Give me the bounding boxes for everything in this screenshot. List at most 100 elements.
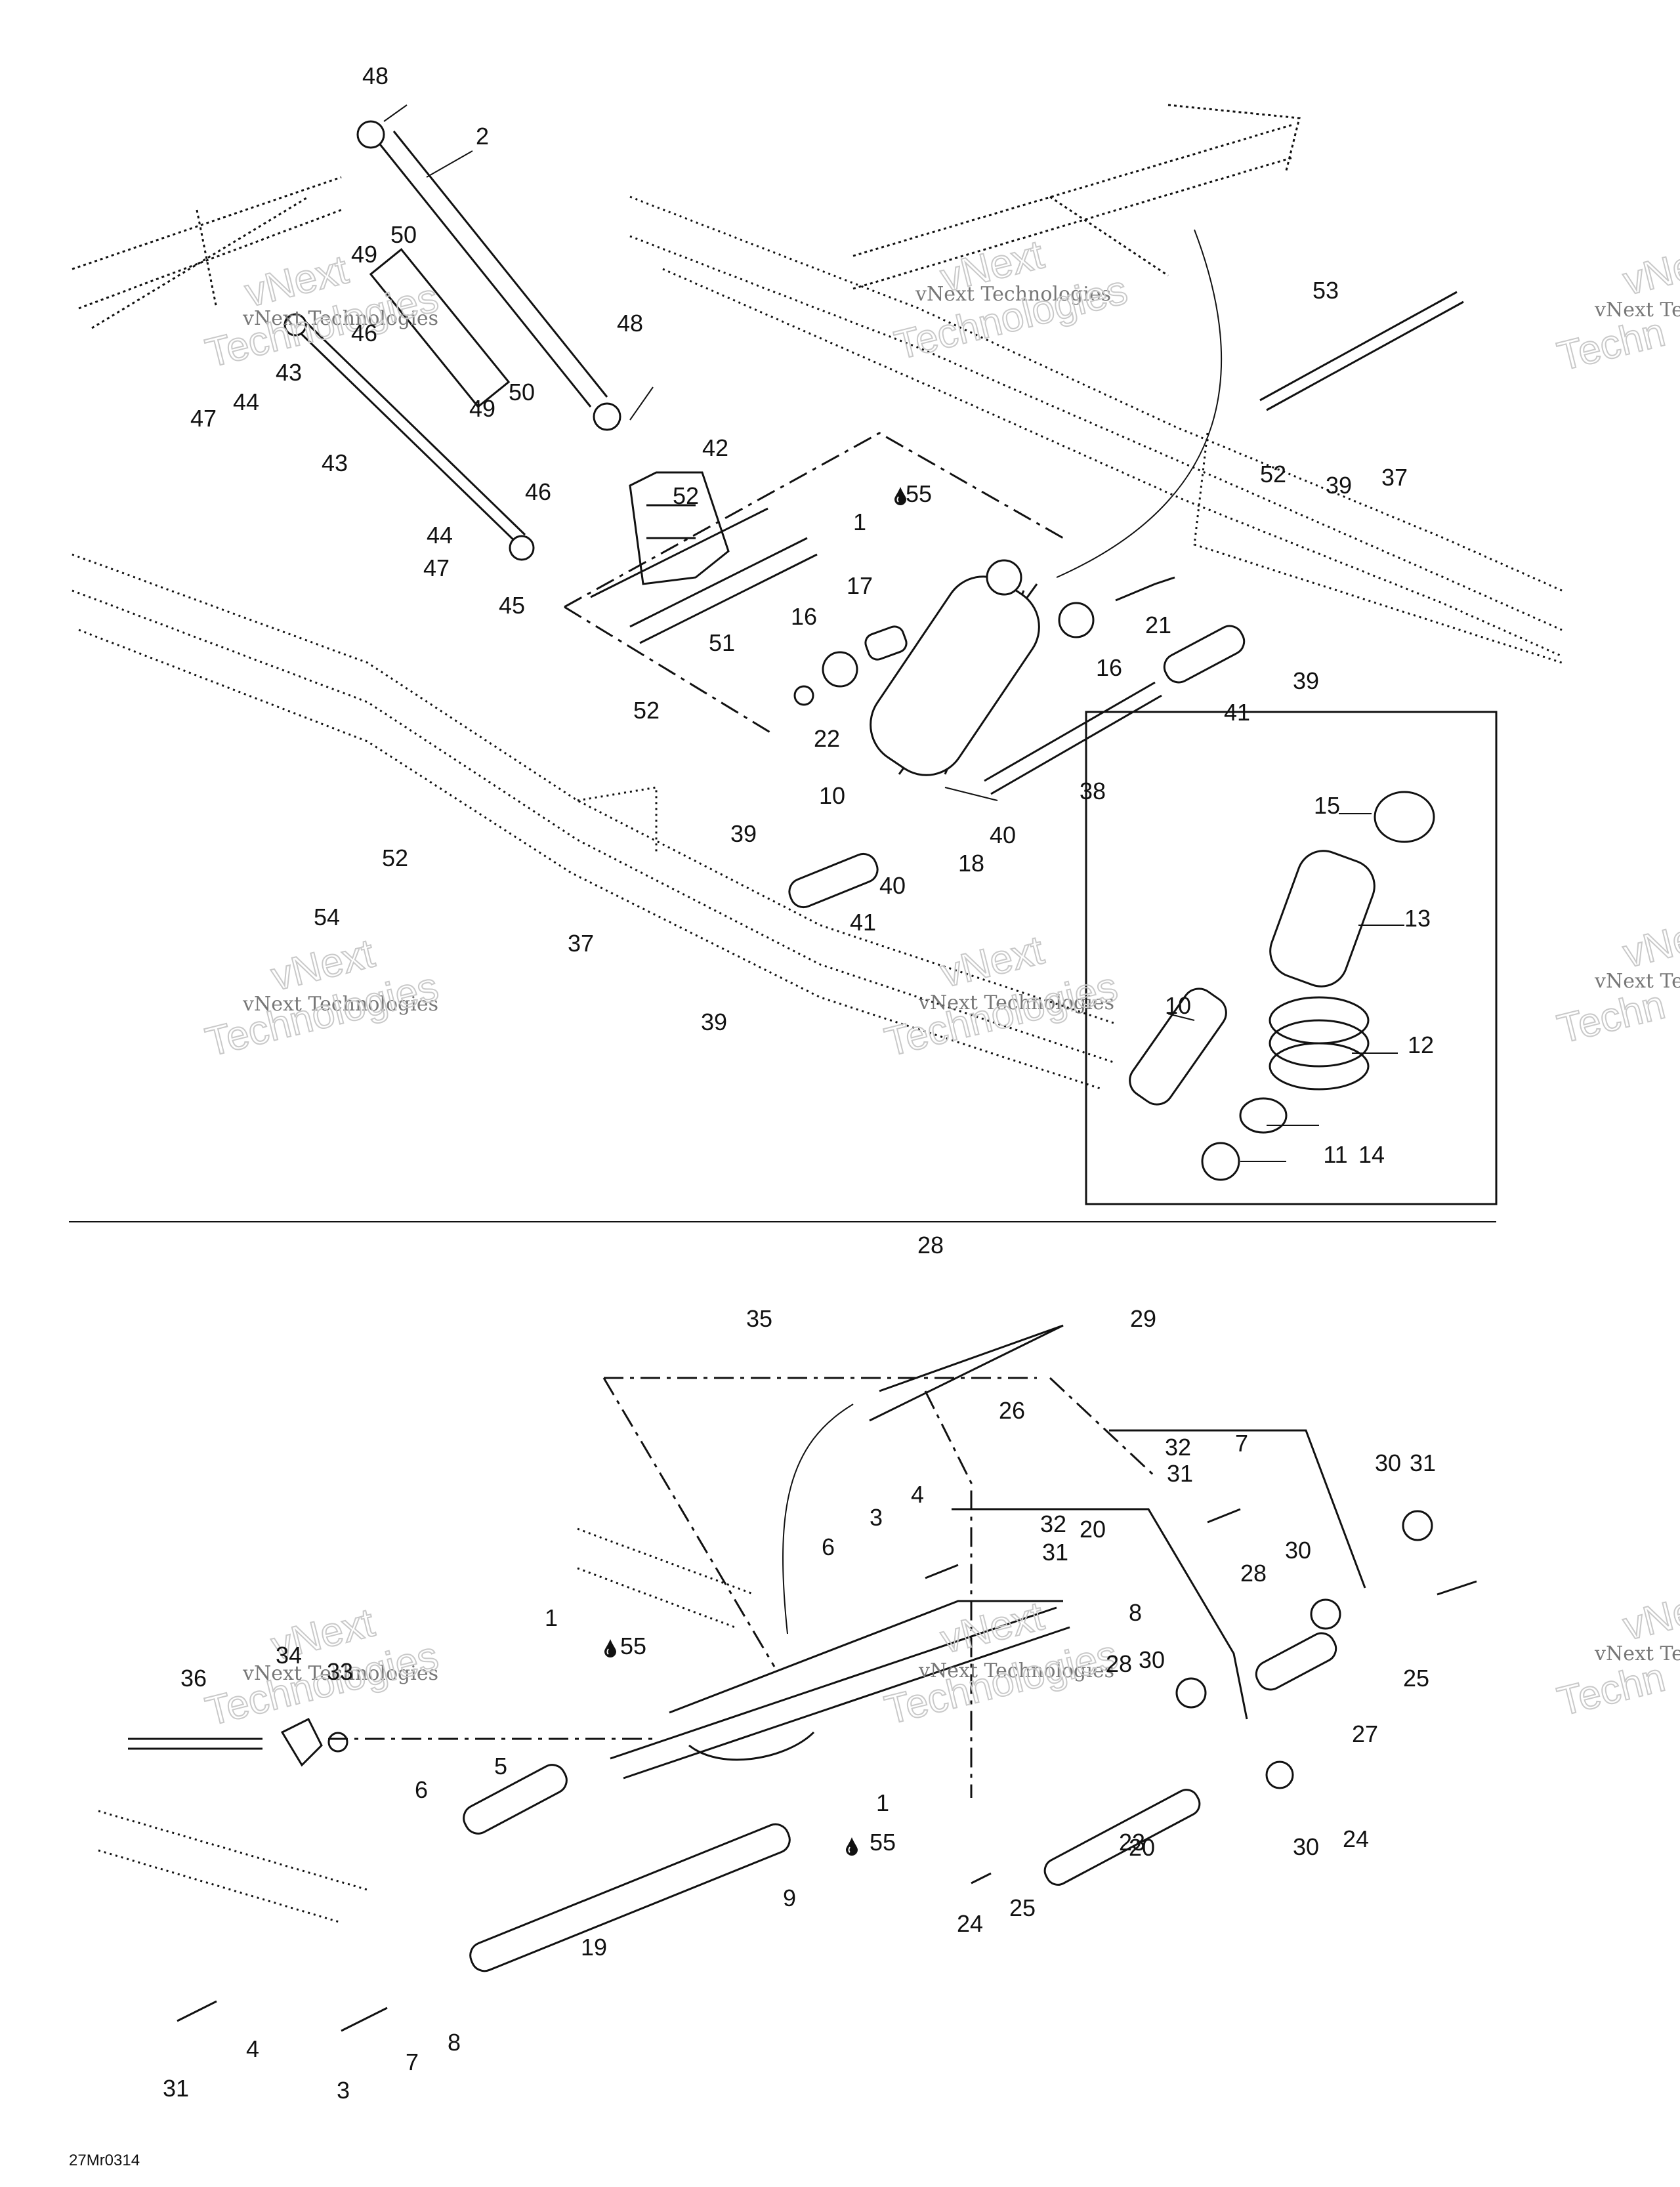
lower-callout-30: 30	[1293, 1833, 1319, 1860]
bushing-16-right	[1058, 602, 1095, 638]
lower-callout-5: 5	[494, 1753, 507, 1780]
upper-callout-15: 15	[1314, 792, 1340, 819]
upper-callout-14: 14	[1358, 1141, 1385, 1168]
lower-callout-25: 25	[1009, 1894, 1036, 1921]
upper-callout-43: 43	[322, 449, 348, 476]
lower-callout-20: 20	[1080, 1516, 1106, 1543]
lower-assembly-art	[98, 1324, 1477, 2032]
outline-lower	[602, 1377, 1037, 1798]
spacer-41-upper	[1163, 625, 1246, 684]
lower-callout-25: 25	[1403, 1665, 1429, 1692]
upper-callout-41: 41	[850, 909, 876, 936]
watermark-text: vNext Te	[1594, 970, 1680, 993]
upper-callout-11: 11	[1323, 1141, 1347, 1168]
lower-callout-30: 30	[1375, 1449, 1401, 1476]
upper-callout-55: 55	[906, 480, 932, 507]
watermark-text: vNext Technologies	[242, 307, 438, 330]
lower-callout-32: 32	[1040, 1510, 1066, 1537]
lower-callout-1: 1	[545, 1604, 558, 1631]
upper-callout-44: 44	[233, 388, 259, 415]
curved-arrow-upper	[1056, 229, 1223, 578]
bushing-17	[864, 625, 908, 661]
upper-callout-49: 49	[469, 395, 495, 422]
callout-layer: 4825049464344474348504942155464447455152…	[163, 62, 1436, 2104]
watermark-text: vNe	[1619, 1588, 1680, 1650]
upper-callout-38: 38	[1080, 778, 1106, 804]
spacer-41-lower	[788, 852, 879, 909]
upper-callout-50: 50	[390, 221, 417, 248]
curved-arrow-lower	[782, 1404, 854, 1635]
lower-callout-4: 4	[246, 2035, 259, 2062]
shaft-38	[984, 681, 1162, 795]
bolt-24-right	[1437, 1580, 1477, 1596]
lower-callout-34: 34	[276, 1642, 302, 1669]
lower-callout-31: 31	[1410, 1449, 1436, 1476]
lower-callout-35: 35	[746, 1305, 772, 1332]
washer-30-c	[1175, 1677, 1207, 1709]
lower-callout-3: 3	[870, 1504, 883, 1531]
lower-callout-9: 9	[783, 1885, 796, 1911]
bolt-4-upper	[925, 1564, 959, 1579]
watermark-text: vNext Technologies	[915, 283, 1111, 306]
upper-callout-42: 42	[702, 434, 728, 461]
oil-drop-icons	[604, 487, 907, 1856]
spacer-5	[463, 1764, 568, 1835]
upper-callout-41: 41	[1224, 699, 1250, 726]
upper-callout-13: 13	[1404, 905, 1431, 932]
lower-callout-55: 55	[870, 1829, 896, 1856]
upper-callout-52: 52	[633, 697, 660, 724]
upper-callout-43: 43	[276, 359, 302, 386]
watermark-text: vNext Technologies	[918, 991, 1114, 1014]
bolt-7	[341, 2007, 388, 2032]
lower-callout-28: 28	[1240, 1560, 1267, 1587]
watermark-text: vNext Te	[1594, 1642, 1680, 1665]
inset-frame	[1085, 711, 1498, 1205]
shaft-51	[629, 537, 818, 644]
lower-callout-8: 8	[448, 2029, 461, 2056]
upper-callout-52: 52	[382, 844, 408, 871]
watermark-text: vNext Te	[1594, 299, 1680, 322]
upper-callout-37: 37	[1381, 464, 1408, 491]
oil-drop-icon	[894, 487, 907, 505]
outline-box	[564, 432, 1064, 736]
lower-callout-7: 7	[1235, 1430, 1248, 1457]
upper-callout-18: 18	[958, 850, 984, 877]
lower-callout-30: 30	[1139, 1646, 1165, 1673]
spacer-27	[1255, 1632, 1337, 1691]
shaft-53	[1259, 291, 1464, 411]
upper-callout-54: 54	[314, 904, 340, 930]
tube-42	[590, 507, 768, 598]
lower-callout-55: 55	[620, 1633, 646, 1659]
axis-lines-lower	[328, 1377, 1156, 1740]
oil-drop-icon	[604, 1639, 617, 1657]
upper-callout-1: 1	[853, 509, 866, 535]
upper-callout-39: 39	[701, 1009, 727, 1035]
upper-shock-absorber	[356, 120, 621, 431]
upper-callout-49: 49	[351, 241, 377, 268]
lower-callout-32: 32	[1165, 1434, 1191, 1461]
upper-callout-10: 10	[1165, 992, 1191, 1019]
upper-callout-40: 40	[879, 872, 906, 899]
upper-leader-lines	[383, 104, 1404, 1162]
lower-callout-1: 1	[876, 1789, 889, 1816]
upper-callout-16: 16	[1096, 654, 1122, 681]
lower-callout-27: 27	[1352, 1720, 1378, 1747]
upper-right-frame-tubes	[852, 104, 1301, 290]
lower-callout-23: 23	[1119, 1829, 1145, 1856]
lower-callout-24: 24	[957, 1910, 983, 1937]
upper-callout-52: 52	[1260, 461, 1286, 488]
upper-callout-39: 39	[1293, 667, 1319, 694]
shaft-23	[1043, 1789, 1201, 1886]
lower-callout-36: 36	[180, 1665, 207, 1692]
upper-callout-47: 47	[190, 405, 217, 432]
bolt-7-upper	[1207, 1508, 1241, 1524]
lower-callout-8: 8	[1129, 1599, 1142, 1626]
lower-callout-24: 24	[1343, 1825, 1369, 1852]
watermark-text: vNext Technologies	[242, 1662, 438, 1685]
lower-callout-6: 6	[415, 1776, 428, 1803]
watermark-text: vNext Technologies	[918, 1659, 1114, 1682]
upper-callout-17: 17	[847, 572, 873, 599]
washer-30-b	[1310, 1598, 1341, 1630]
lower-frame-rail	[98, 1528, 755, 1924]
